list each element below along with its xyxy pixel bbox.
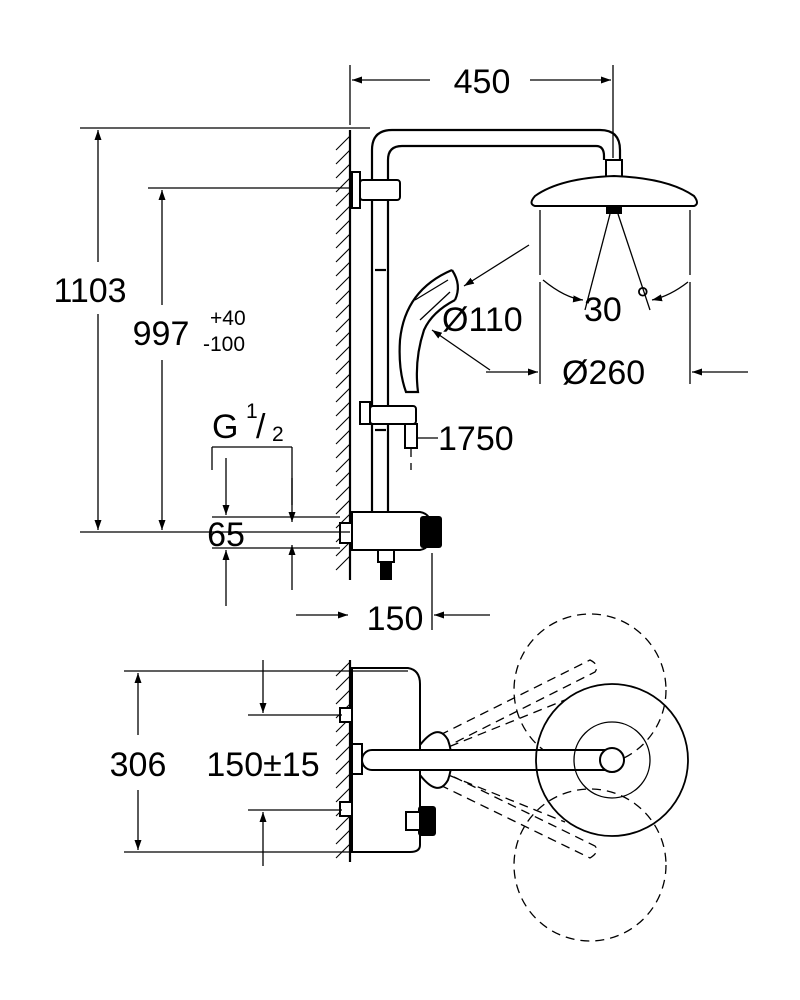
wall-hatch-line: [335, 499, 351, 515]
wall-hatch-line: [335, 289, 351, 305]
wall-hatch-line: [335, 177, 351, 193]
elevation-view: 450 1103 997 +40 -100 Ø110 30 °: [53, 63, 748, 638]
wall-hatch-line: [335, 401, 351, 417]
dim-997: 997: [133, 315, 190, 353]
dim-997-tol-plus: +40: [210, 307, 246, 330]
dimension-projection: 150: [296, 553, 490, 638]
dimension-hand-shower-dia: Ø110: [431, 244, 530, 371]
wall-hatch-line: [335, 787, 351, 803]
dimension-head-shower-dia: Ø260: [486, 282, 748, 392]
wall-elevation: [335, 130, 352, 580]
wall-hatch-line: [335, 773, 351, 789]
dim-150: 150: [367, 600, 424, 638]
wall-hatch-line: [335, 675, 351, 691]
wall-hatch-line: [335, 485, 351, 501]
thermostat-mixer: [339, 511, 442, 580]
swivel-range: [435, 613, 667, 942]
dimension-gap: 65: [207, 458, 340, 606]
shower-arm-plan: [361, 731, 621, 789]
wall-hatch-line: [335, 359, 351, 375]
wall-hatch-line: [335, 843, 351, 859]
thread-g: G: [212, 408, 238, 446]
dim-1750: 1750: [438, 420, 514, 458]
head-shower-plan: [535, 683, 689, 837]
dim-65: 65: [207, 516, 245, 554]
wall-hatch-line: [335, 331, 351, 347]
dimension-height-mixer: 997 +40 -100: [133, 187, 352, 530]
wall-hatch-line: [335, 373, 351, 389]
dim-450: 450: [454, 63, 511, 101]
dim-260: Ø260: [562, 354, 645, 392]
wall-hatch-line: [335, 317, 351, 333]
wall-hatch-line: [335, 135, 351, 151]
dim-306: 306: [110, 746, 167, 784]
dimension-angle: 30 °: [584, 281, 650, 329]
wall-hatch-line: [335, 219, 351, 235]
dimension-thread: G 1 / 2: [211, 400, 296, 590]
wall-hatch-line: [335, 275, 351, 291]
thread-num: 1: [246, 400, 258, 423]
wall-hatch-line: [335, 829, 351, 845]
wall-hatch-line: [335, 429, 351, 445]
riser-pipe: [370, 128, 622, 540]
dim-30: 30: [584, 291, 622, 329]
thread-slash: /: [256, 408, 266, 446]
wall-hatch-line: [335, 471, 351, 487]
wall-hatch-line: [335, 513, 351, 529]
dim-1103: 1103: [53, 272, 126, 310]
wall-hatch-line: [335, 163, 351, 179]
wall-hatch-line: [335, 815, 351, 831]
dim-997-tol-minus: -100: [203, 333, 245, 356]
dimension-depth: 306: [110, 670, 408, 853]
head-shower-side: [530, 159, 698, 214]
wall-hatch-line: [335, 303, 351, 319]
wall-hatch-line: [335, 205, 351, 221]
wall-hatch-line: [335, 731, 351, 747]
hand-shower: [398, 268, 459, 394]
wall-hatch-line: [335, 745, 351, 761]
dimension-height-total: 1103: [53, 127, 370, 533]
wall-bracket-top: [351, 171, 401, 209]
wall-hatch-line: [335, 457, 351, 473]
wall-plan: [335, 660, 352, 862]
wall-hatch-line: [335, 233, 351, 249]
wall-hatch-line: [335, 759, 351, 775]
wall-hatch-line: [335, 261, 351, 277]
wall-hatch-line: [335, 443, 351, 459]
dimension-spacing: 150±15: [206, 660, 342, 866]
dimension-hose: 1750: [418, 420, 514, 458]
wall-hatch-line: [335, 541, 351, 557]
wall-hatch-line: [335, 387, 351, 403]
wall-hatch-line: [335, 247, 351, 263]
dim-30-degree: °: [636, 281, 650, 319]
dim-150-15: 150±15: [206, 746, 319, 784]
dimension-width-top: 450: [349, 63, 614, 158]
wall-hatch-line: [335, 345, 351, 361]
hand-shower-holder: [359, 401, 418, 470]
thread-den: 2: [272, 423, 284, 446]
wall-hatch-line: [335, 555, 351, 571]
wall-hatch-line: [335, 191, 351, 207]
wall-hatch-line: [335, 415, 351, 431]
spray-angle: [539, 210, 691, 311]
wall-hatch-line: [335, 661, 351, 677]
dim-110: Ø110: [442, 301, 523, 339]
wall-hatch-line: [335, 689, 351, 705]
plan-view: 306 150±15: [110, 613, 689, 942]
wall-hatch-line: [335, 149, 351, 165]
